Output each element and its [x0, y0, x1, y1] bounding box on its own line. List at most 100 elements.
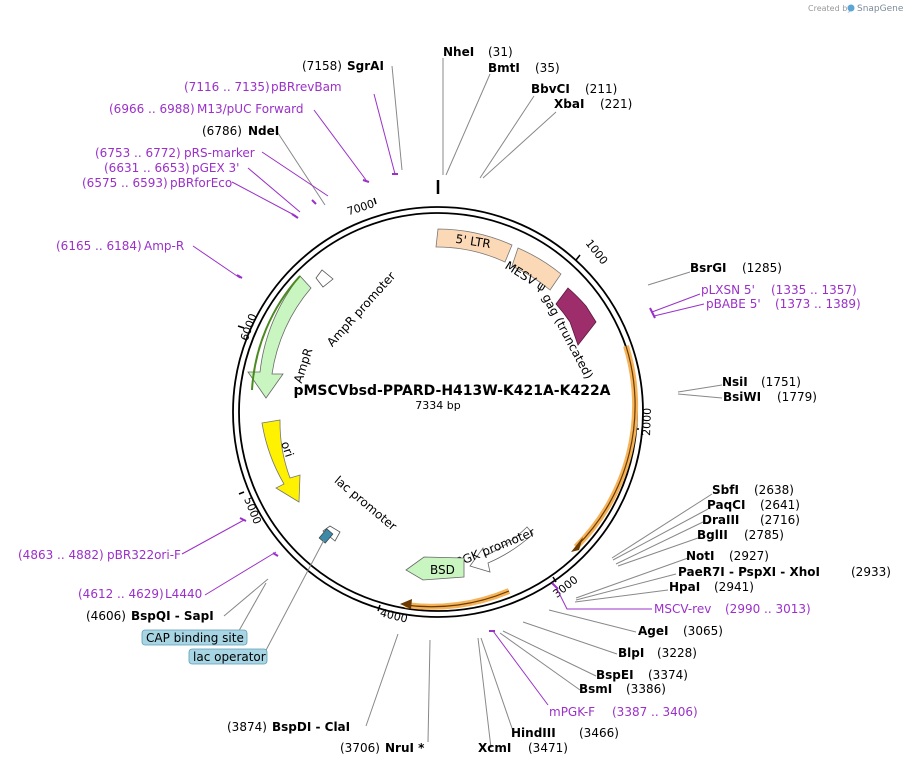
site-pos-bsmi: (3386): [626, 682, 666, 696]
site-label-sapi[interactable]: BspQI - SapI: [131, 609, 214, 623]
cap-binding-site-box[interactable]: [141, 629, 248, 646]
cap-binding-site-label: CAP binding site: [146, 631, 244, 645]
primer-label-mscv-rev[interactable]: MSCV-rev: [654, 602, 711, 616]
site-label-hpai[interactable]: HpaI: [669, 580, 700, 594]
primer-leaders: [181, 93, 705, 706]
site-label-bbvci[interactable]: BbvCI: [531, 82, 570, 96]
site-pos-bspei: (3374): [648, 668, 688, 682]
primer-range-pgex3: (6631 .. 6653): [104, 161, 190, 175]
site-label-sgrai[interactable]: SgrAI: [347, 59, 384, 73]
feature-5ltr[interactable]: [435, 228, 513, 263]
feature-ampr-promoter[interactable]: [315, 269, 334, 288]
site-pos-clai: (3874): [227, 720, 267, 734]
tick-label: 7000: [345, 197, 376, 218]
site-label-bsiwi[interactable]: BsiWI: [723, 390, 761, 404]
feature-label-pgk-promoter: PGK promoter: [454, 525, 537, 569]
watermark-prefix: Created by: [808, 4, 852, 13]
site-pos-bbvci: (211): [585, 82, 617, 96]
tick-label: 2000: [640, 408, 654, 436]
site-label-bmti[interactable]: BmtI: [488, 61, 520, 75]
site-label-nsii[interactable]: NsiI: [722, 375, 748, 389]
features: 5' LTR MESV ψ gag (truncated) PGK promot…: [247, 228, 639, 610]
site-label-sbfi[interactable]: SbfI: [712, 483, 739, 497]
watermark-brand: SnapGene: [857, 4, 904, 14]
site-label-agei[interactable]: AgeI: [638, 624, 668, 638]
site-label-draiii[interactable]: DraIII: [702, 513, 739, 527]
plasmid-length: 7334 bp: [415, 399, 460, 412]
primer-range-m13: (6966 .. 6988): [109, 102, 195, 116]
feature-cap-site-mark[interactable]: [318, 528, 334, 544]
feature-mesv-psi[interactable]: [511, 247, 562, 291]
feature-gag[interactable]: [555, 287, 597, 346]
primer-label-amp-r[interactable]: Amp-R: [144, 239, 184, 253]
primer-label-plxsn[interactable]: pLXSN 5': [701, 283, 755, 297]
primer-range-pbrrevbam: (7116 .. 7135): [184, 80, 270, 94]
site-pos-draiii: (2716): [760, 513, 800, 527]
site-label-paqci[interactable]: PaqCI: [707, 498, 745, 512]
feature-label-ori: ori: [278, 440, 296, 459]
site-label-nhei[interactable]: NheI: [443, 45, 474, 59]
primer-range-pbr322ori: (4863 .. 4882): [18, 548, 104, 562]
site-label-xhoi[interactable]: PaeR7I - PspXI - XhoI: [678, 565, 820, 579]
lac-operator-label: lac operator: [193, 650, 266, 664]
site-pos-bmti: (35): [535, 61, 560, 75]
feature-label-bsd: BSD: [430, 563, 455, 577]
site-pos-hpai: (2941): [714, 580, 754, 594]
plasmid-name: pMSCVbsd-PPARD-H413W-K421A-K422A: [293, 383, 610, 399]
site-pos-xhoi: (2933): [851, 565, 891, 579]
primer-range-mpgk-f: (3387 .. 3406): [612, 705, 698, 719]
site-label-bglii[interactable]: BglII: [697, 528, 728, 542]
site-label-ndei[interactable]: NdeI: [248, 124, 279, 138]
tick-label: 1000: [583, 237, 610, 267]
site-pos-xbai: (221): [600, 97, 632, 111]
primer-range-l4440: (4612 .. 4629): [78, 587, 164, 601]
site-pos-sapi: (4606): [86, 609, 126, 623]
primer-range-mscv-rev: (2990 .. 3013): [725, 602, 811, 616]
primer-label-pbabe[interactable]: pBABE 5': [706, 297, 761, 311]
site-leaders: [223, 58, 723, 749]
site-label-bspei[interactable]: BspEI: [596, 668, 634, 682]
site-label-noti[interactable]: NotI: [686, 549, 715, 563]
site-pos-bglii: (2785): [744, 528, 784, 542]
feature-label-ampr: AmpR: [291, 346, 315, 384]
site-label-bsmi[interactable]: BsmI: [579, 682, 612, 696]
primer-range-amp-r: (6165 .. 6184): [56, 239, 142, 253]
boxed-feature-labels: CAP binding site lac operator: [141, 629, 268, 665]
feature-bsd[interactable]: [405, 556, 465, 581]
site-label-xbai[interactable]: XbaI: [554, 97, 584, 111]
primer-label-pgex3[interactable]: pGEX 3': [192, 161, 239, 175]
primer-label-pbrrevbam[interactable]: pBRrevBam: [271, 80, 342, 94]
primer-label-pbr322ori[interactable]: pBR322ori-F: [107, 548, 181, 562]
snapgene-logo-icon: [847, 4, 855, 12]
site-label-clai[interactable]: BspDI - ClaI: [272, 720, 350, 734]
primer-label-mpgk-f[interactable]: mPGK-F: [549, 705, 595, 719]
lac-operator-box[interactable]: [188, 648, 268, 665]
site-label-hindiii[interactable]: HindIII: [511, 726, 556, 740]
site-labels: NheI (31) BmtI (35) BbvCI (211) XbaI (22…: [86, 45, 891, 755]
site-pos-xcmi: (3471): [528, 741, 568, 755]
site-pos-paqci: (2641): [760, 498, 800, 512]
site-label-xcmi[interactable]: XcmI: [478, 741, 511, 755]
backbone-inner: [238, 212, 638, 612]
site-label-blpi[interactable]: BlpI: [618, 646, 644, 660]
feature-label-ampr-promoter: AmpR promoter: [324, 269, 398, 349]
site-pos-sgrai: (7158): [302, 59, 342, 73]
primer-label-prs-marker[interactable]: pRS-marker: [184, 146, 255, 160]
orf-arc-bottom[interactable]: [404, 588, 511, 610]
primer-label-l4440[interactable]: L4440: [165, 587, 202, 601]
feature-ori[interactable]: [261, 419, 301, 503]
site-pos-nsii: (1751): [761, 375, 801, 389]
primer-label-m13[interactable]: M13/pUC Forward: [197, 102, 304, 116]
site-label-nrui[interactable]: NruI *: [385, 741, 425, 755]
site-pos-sbfi: (2638): [754, 483, 794, 497]
site-pos-bsrgi: (1285): [742, 261, 782, 275]
feature-ampr[interactable]: [247, 275, 312, 399]
primer-label-pbrforeco[interactable]: pBRforEco: [170, 176, 232, 190]
site-label-bsrgi[interactable]: BsrGI: [690, 261, 727, 275]
tick-label: 4000: [379, 606, 409, 625]
site-pos-hindiii: (3466): [579, 726, 619, 740]
feature-pgk-promoter[interactable]: [469, 526, 534, 573]
site-pos-noti: (2927): [729, 549, 769, 563]
feature-label-lac-promoter: lac promoter: [332, 473, 400, 533]
